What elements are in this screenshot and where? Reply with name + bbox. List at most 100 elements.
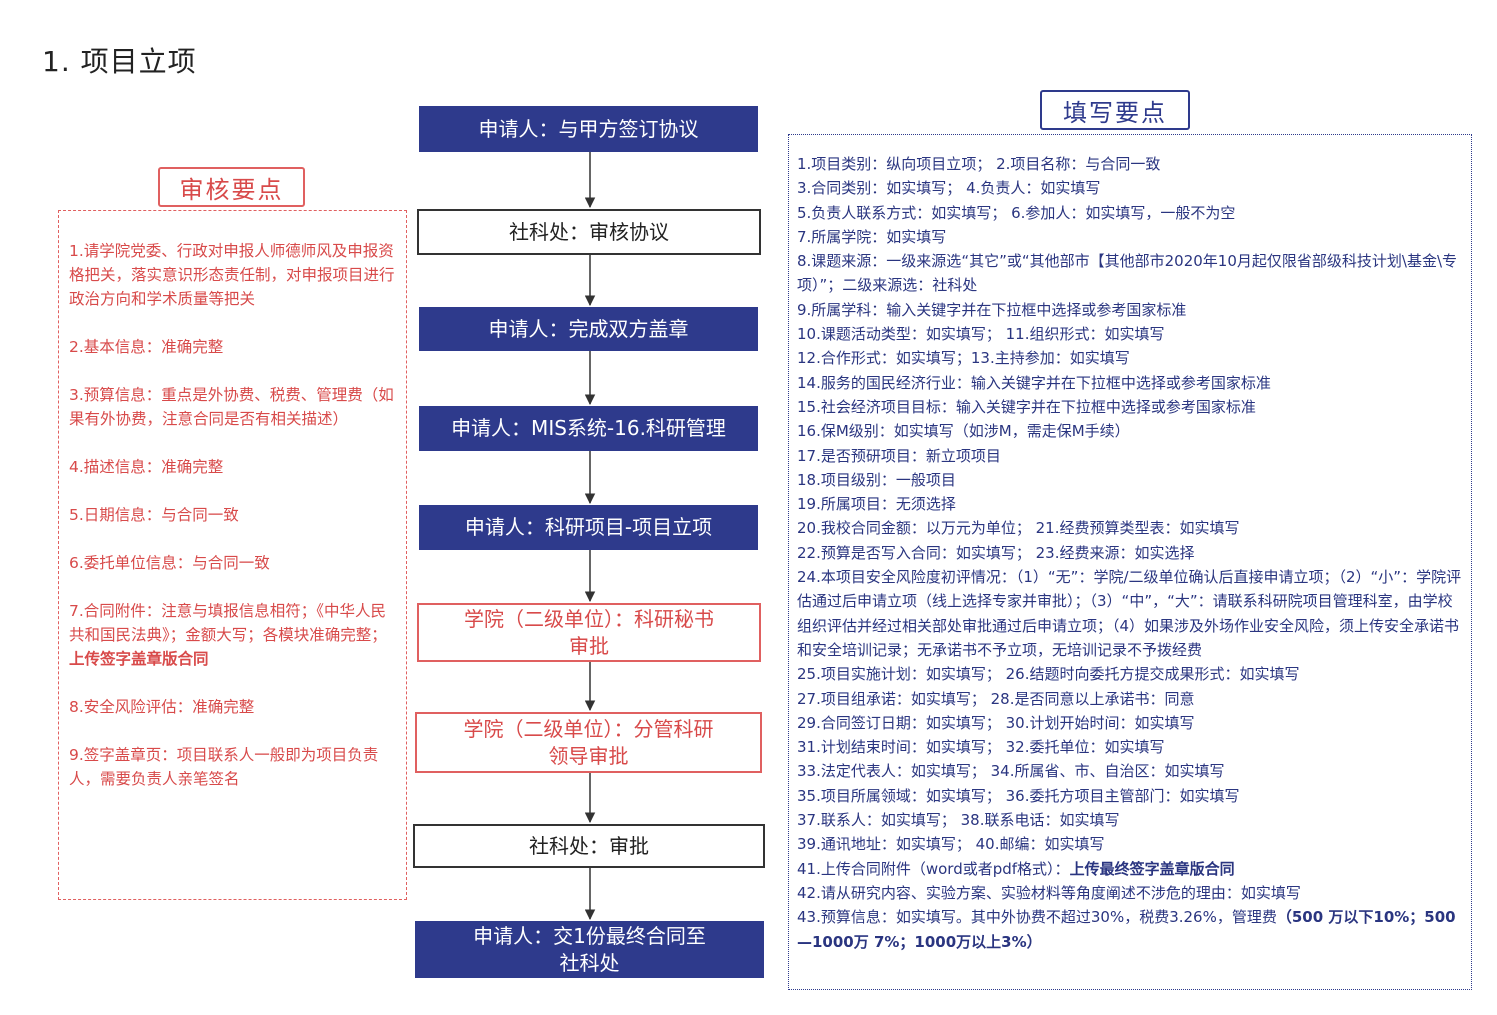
fill-item-emphasis: 上传最终签字盖章版合同	[1069, 859, 1235, 878]
fill-item-text: 24.本项目安全风险度初评情况：（1）“无”：学院/二级单位确认后直接申请立项；…	[797, 568, 1462, 659]
flow-step-8: 社科处：审批	[413, 824, 765, 868]
flow-step-text: 申请人：与甲方签订协议	[478, 116, 699, 141]
fill-item: 27.项目组承诺：如实填写； 28.是否同意以上承诺书：同意	[797, 687, 1465, 711]
fill-item-text: 33.法定代表人：如实填写； 34.所属省、市、自治区：如实填写	[797, 762, 1225, 781]
fill-item: 5.负责人联系方式：如实填写； 6.参加人：如实填写，一般不为空	[797, 201, 1465, 225]
flow-step-9: 申请人：交1份最终合同至社科处	[415, 921, 764, 978]
review-item-emphasis: 上传签字盖章版合同	[69, 650, 209, 668]
fill-item-text: 19.所属项目：无须选择	[797, 495, 956, 514]
fill-points-panel: 1.项目类别：纵向项目立项； 2.项目名称：与合同一致 3.合同类别：如实填写； …	[788, 134, 1472, 990]
fill-item: 19.所属项目：无须选择	[797, 492, 1465, 516]
fill-item-text: 17.是否预研项目：新立项项目	[797, 446, 1001, 465]
review-item-text: 4.描述信息：准确完整	[69, 458, 224, 476]
flow-step-text: 社科处：审核协议	[509, 219, 669, 244]
fill-item: 16.保M级别：如实填写（如涉M，需走保M手续）	[797, 419, 1465, 443]
flow-step-text: 社科处	[559, 950, 620, 975]
fill-item-text: 3.合同类别：如实填写； 4.负责人：如实填写	[797, 179, 1101, 198]
fill-item-emphasis: （500 万以下10%；500—1000万 7%；1000万以上3%）	[797, 908, 1456, 951]
review-item-text: 1.请学院党委、行政对申报人师德师风及申报资格把关，落实意识形态责任制，对申报项…	[69, 242, 395, 308]
fill-item-text: 27.项目组承诺：如实填写； 28.是否同意以上承诺书：同意	[797, 689, 1195, 708]
fill-item: 1.项目类别：纵向项目立项； 2.项目名称：与合同一致	[797, 152, 1465, 176]
fill-item: 39.通讯地址：如实填写； 40.邮编：如实填写	[797, 832, 1465, 856]
fill-item: 24.本项目安全风险度初评情况：（1）“无”：学院/二级单位确认后直接申请立项；…	[797, 565, 1465, 662]
fill-item-text: 5.负责人联系方式：如实填写； 6.参加人：如实填写，一般不为空	[797, 203, 1236, 222]
fill-item: 43.预算信息：如实填写。其中外协费不超过30%，税费3.26%，管理费（500…	[797, 905, 1465, 954]
flow-step-text: 申请人：MIS系统-16.科研管理	[451, 416, 726, 440]
review-item-text: 2.基本信息：准确完整	[69, 338, 224, 356]
review-item-text: 5.日期信息：与合同一致	[69, 506, 239, 524]
review-item: 6.委托单位信息：与合同一致	[69, 551, 396, 575]
fill-item: 20.我校合同金额：以万元为单位； 21.经费预算类型表：如实填写	[797, 516, 1465, 540]
fill-item-text: 14.服务的国民经济行业：输入关键字并在下拉框中选择或参考国家标准	[797, 373, 1271, 392]
fill-item-text: 35.项目所属领域：如实填写； 36.委托方项目主管部门：如实填写	[797, 786, 1240, 805]
fill-item-text: 29.合同签订日期：如实填写； 30.计划开始时间：如实填写	[797, 713, 1195, 732]
fill-item: 10.课题活动类型：如实填写； 11.组织形式：如实填写	[797, 322, 1465, 346]
flow-step-5: 申请人：科研项目-项目立项	[419, 505, 758, 550]
fill-item: 22.预算是否写入合同：如实填写； 23.经费来源：如实选择	[797, 541, 1465, 565]
fill-item-text: 39.通讯地址：如实填写； 40.邮编：如实填写	[797, 835, 1105, 854]
fill-item-text: 31.计划结束时间：如实填写； 32.委托单位：如实填写	[797, 738, 1165, 757]
fill-item-text: 7.所属学院：如实填写	[797, 227, 947, 246]
fill-item-text: 37.联系人：如实填写； 38.联系电话：如实填写	[797, 811, 1120, 830]
fill-item-text: 8.课题来源：一级来源选“其它”或“其他部市【其他部市2020年10月起仅限省部…	[797, 252, 1457, 295]
review-item-text: 3.预算信息：重点是外协费、税费、管理费（如果有外协费，注意合同是否有相关描述）	[69, 386, 394, 428]
fill-item: 33.法定代表人：如实填写； 34.所属省、市、自治区：如实填写	[797, 759, 1465, 783]
fill-item-text: 12.合作形式：如实填写；13.主持参加：如实填写	[797, 349, 1130, 368]
fill-item: 25.项目实施计划：如实填写； 26.结题时向委托方提交成果形式：如实填写	[797, 662, 1465, 686]
fill-item: 3.合同类别：如实填写； 4.负责人：如实填写	[797, 176, 1465, 200]
fill-item: 12.合作形式：如实填写；13.主持参加：如实填写	[797, 346, 1465, 370]
review-item: 1.请学院党委、行政对申报人师德师风及申报资格把关，落实意识形态责任制，对申报项…	[69, 239, 396, 311]
fill-item: 14.服务的国民经济行业：输入关键字并在下拉框中选择或参考国家标准	[797, 371, 1465, 395]
fill-item: 29.合同签订日期：如实填写； 30.计划开始时间：如实填写	[797, 711, 1465, 735]
review-item-text: 7.合同附件：注意与填报信息相符；《中华人民共和国民法典》；金额大写；各模块准确…	[69, 602, 387, 644]
flow-step-text: 审批	[569, 633, 609, 658]
fill-item-text: 1.项目类别：纵向项目立项； 2.项目名称：与合同一致	[797, 155, 1161, 173]
review-item: 4.描述信息：准确完整	[69, 455, 396, 479]
review-item: 8.安全风险评估：准确完整	[69, 695, 396, 719]
fill-item-text: 10.课题活动类型：如实填写； 11.组织形式：如实填写	[797, 325, 1165, 344]
review-item: 7.合同附件：注意与填报信息相符；《中华人民共和国民法典》；金额大写；各模块准确…	[69, 599, 396, 671]
fill-item: 42.请从研究内容、实验方案、实验材料等角度阐述不涉危的理由：如实填写	[797, 881, 1465, 905]
fill-item-text: 25.项目实施计划：如实填写； 26.结题时向委托方提交成果形式：如实填写	[797, 665, 1300, 684]
review-item: 5.日期信息：与合同一致	[69, 503, 396, 527]
flow-step-6: 学院（二级单位）：科研秘书审批	[417, 603, 761, 662]
fill-item: 8.课题来源：一级来源选“其它”或“其他部市【其他部市2020年10月起仅限省部…	[797, 249, 1465, 298]
flow-step-text: 申请人：科研项目-项目立项	[464, 515, 713, 539]
fill-item: 18.项目级别：一般项目	[797, 468, 1465, 492]
flow-step-text: 学院（二级单位）：科研秘书	[464, 606, 714, 631]
fill-item-text: 18.项目级别：一般项目	[797, 470, 956, 489]
review-item-text: 9.签字盖章页：项目联系人一般即为项目负责人，需要负责人亲笔签名	[69, 746, 379, 788]
flow-step-7: 学院（二级单位）：分管科研领导审批	[415, 712, 762, 773]
fill-item: 41.上传合同附件（word或者pdf格式）：上传最终签字盖章版合同	[797, 857, 1465, 881]
page-title: 1. 项目立项	[42, 45, 197, 78]
review-points-panel: 1.请学院党委、行政对申报人师德师风及申报资格把关，落实意识形态责任制，对申报项…	[58, 210, 407, 900]
fill-item: 35.项目所属领域：如实填写； 36.委托方项目主管部门：如实填写	[797, 784, 1465, 808]
review-item: 9.签字盖章页：项目联系人一般即为项目负责人，需要负责人亲笔签名	[69, 743, 396, 791]
flow-step-text: 社科处：审批	[529, 833, 649, 858]
review-item: 3.预算信息：重点是外协费、税费、管理费（如果有外协费，注意合同是否有相关描述）	[69, 383, 396, 431]
review-heading: 审核要点	[158, 167, 305, 207]
review-item-text: 6.委托单位信息：与合同一致	[69, 554, 270, 572]
fill-heading: 填写要点	[1040, 90, 1190, 130]
fill-item: 37.联系人：如实填写； 38.联系电话：如实填写	[797, 808, 1465, 832]
flow-step-text: 申请人：交1份最终合同至	[473, 923, 706, 948]
fill-item: 9.所属学科：输入关键字并在下拉框中选择或参考国家标准	[797, 298, 1465, 322]
fill-item-text: 41.上传合同附件（word或者pdf格式）：	[797, 859, 1070, 878]
fill-item-text: 43.预算信息：如实填写。其中外协费不超过30%，税费3.26%，管理费	[797, 908, 1277, 927]
flow-step-text: 领导审批	[548, 743, 629, 768]
fill-item: 17.是否预研项目：新立项项目	[797, 444, 1465, 468]
fill-item-text: 20.我校合同金额：以万元为单位； 21.经费预算类型表：如实填写	[797, 519, 1240, 538]
fill-item-text: 42.请从研究内容、实验方案、实验材料等角度阐述不涉危的理由：如实填写	[797, 883, 1301, 902]
review-item: 2.基本信息：准确完整	[69, 335, 396, 359]
fill-item: 31.计划结束时间：如实填写； 32.委托单位：如实填写	[797, 735, 1465, 759]
flow-step-2: 社科处：审核协议	[417, 209, 761, 255]
fill-item: 15.社会经济项目目标：输入关键字并在下拉框中选择或参考国家标准	[797, 395, 1465, 419]
fill-item: 7.所属学院：如实填写	[797, 225, 1465, 249]
flow-step-text: 学院（二级单位）：分管科研	[463, 716, 714, 741]
fill-item-text: 15.社会经济项目目标：输入关键字并在下拉框中选择或参考国家标准	[797, 397, 1256, 416]
fill-item-text: 16.保M级别：如实填写（如涉M，需走保M手续）	[797, 422, 1130, 441]
fill-item-text: 22.预算是否写入合同：如实填写； 23.经费来源：如实选择	[797, 543, 1195, 562]
review-item-text: 8.安全风险评估：准确完整	[69, 698, 255, 716]
fill-item-text: 9.所属学科：输入关键字并在下拉框中选择或参考国家标准	[797, 300, 1187, 319]
flow-step-1: 申请人：与甲方签订协议	[419, 106, 758, 152]
